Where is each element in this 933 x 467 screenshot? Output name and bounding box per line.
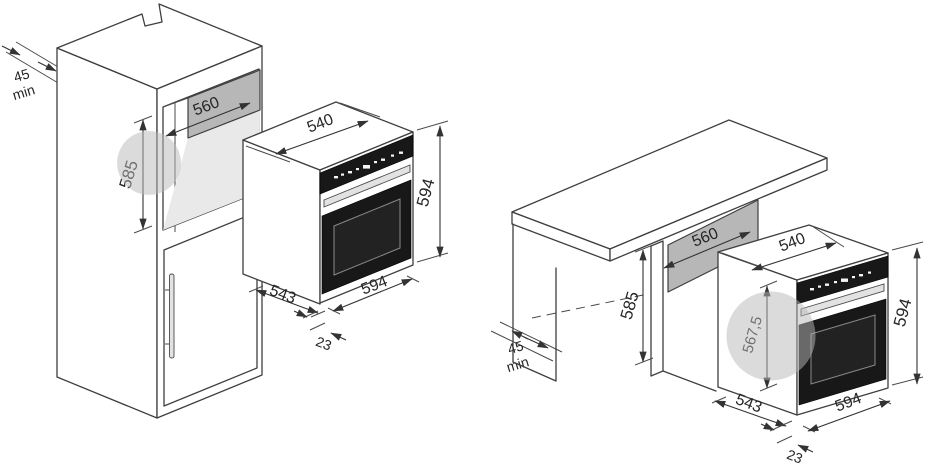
oven-door-window <box>810 314 876 385</box>
oven-height-label: 594 <box>890 296 916 328</box>
cabinet-door <box>163 211 258 407</box>
niche-height-label: 585 <box>617 289 643 322</box>
hidden-floor-line <box>531 293 649 319</box>
oven-depth-top-dimension <box>751 242 837 271</box>
clearance-dimension-left: 45 min <box>1 41 81 103</box>
oven-width-dimension <box>332 278 413 312</box>
tall-cabinet <box>56 3 263 419</box>
front-lip-label: 23 <box>785 446 805 467</box>
oven-door-window <box>333 198 401 276</box>
watermark-logo <box>726 291 816 381</box>
niche-side-wall <box>650 240 664 377</box>
clearance-unit-label: min <box>10 81 36 103</box>
oven-door-handle <box>323 164 411 208</box>
oven-body-depth-dimension <box>714 400 787 427</box>
oven-body-depth-dimension <box>255 289 319 314</box>
clearance-dimension-right: 45 min <box>490 321 563 375</box>
watermark-logo <box>117 131 181 195</box>
column-cabinet-diagram: 45 min 560 585 <box>1 3 449 419</box>
worktop-cabinet-diagram: 45 min 560 585 <box>490 119 924 467</box>
door-handle <box>169 273 175 359</box>
niche-floor <box>163 110 260 230</box>
clearance-value-label: 45 <box>506 337 526 357</box>
oven-height-label: 594 <box>413 176 439 208</box>
control-display <box>810 271 871 291</box>
niche-width-dimension <box>165 102 251 137</box>
oven-depth-top-dimension <box>275 120 369 155</box>
cabinet-side-face <box>56 47 158 419</box>
oven-left <box>242 101 414 305</box>
control-display <box>334 151 403 179</box>
niche-width-dimension <box>663 231 751 269</box>
oven-control-panel <box>319 134 414 195</box>
clearance-value-label: 45 <box>12 65 32 85</box>
oven-width-dimension <box>807 400 891 432</box>
front-lip-label: 23 <box>314 333 334 354</box>
